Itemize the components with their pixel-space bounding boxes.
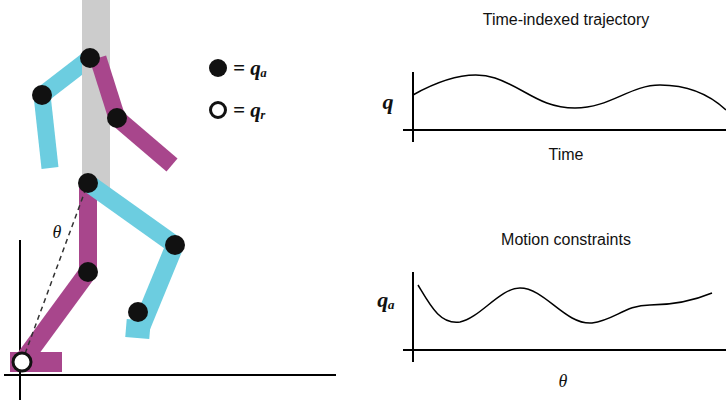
legend-item: = qₐ xyxy=(209,58,267,79)
axis-label: θ xyxy=(559,372,568,390)
legend-symbol xyxy=(209,59,227,77)
constraint-curve xyxy=(418,285,712,323)
axis-label: q xyxy=(383,91,394,113)
legend-text: = qₐ xyxy=(233,58,267,79)
trajectory-curve xyxy=(413,75,726,110)
legend-symbol xyxy=(209,101,227,119)
legend-item: = qᵣ xyxy=(209,100,265,121)
plot-axis xyxy=(412,72,414,142)
axis-label: Time xyxy=(549,147,584,163)
axis-label: qₐ xyxy=(377,289,395,311)
plot-axis xyxy=(412,272,414,362)
ground-line xyxy=(4,374,336,376)
actuated-joints xyxy=(32,48,185,322)
plot-axis xyxy=(403,129,726,131)
swing-leg xyxy=(88,183,175,330)
contact-joint xyxy=(13,353,31,371)
stance-foot xyxy=(10,352,62,372)
legend-text: = qᵣ xyxy=(233,100,265,121)
plot-axis xyxy=(403,349,726,351)
plot-title: Time-indexed trajectory xyxy=(483,12,650,28)
front-arm xyxy=(98,58,172,165)
angle-label: θ xyxy=(53,223,62,241)
plot-title: Motion constraints xyxy=(501,232,631,248)
